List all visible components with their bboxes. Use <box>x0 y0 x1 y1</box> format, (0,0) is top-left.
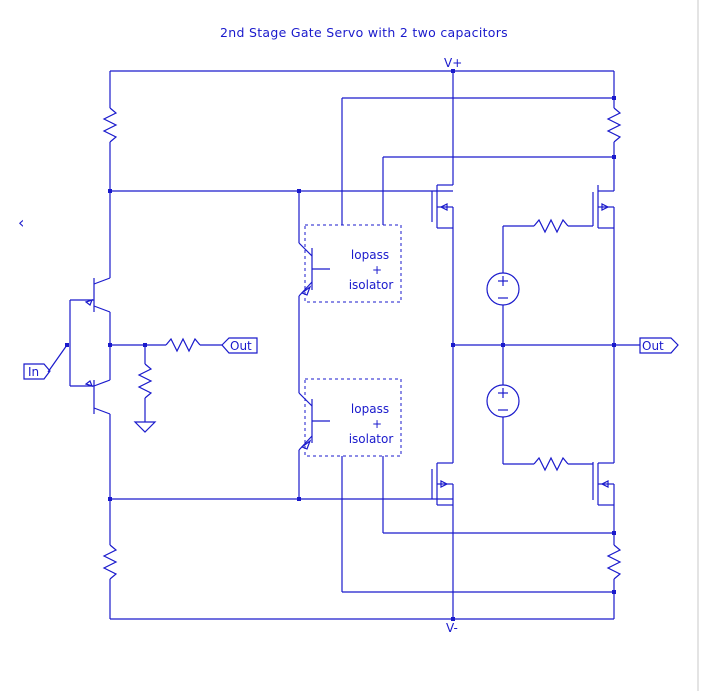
mosfet-bottom-left <box>431 462 454 619</box>
mosfet-top-right <box>592 185 615 229</box>
resistor-top-right <box>606 107 622 143</box>
v-plus-label: V+ <box>444 56 462 70</box>
left-output-label: Out <box>230 339 252 353</box>
resistor-bottom-right <box>606 544 622 580</box>
left-output-port[interactable]: Out <box>221 337 258 354</box>
block-top-line1: lopass <box>351 248 389 262</box>
ground-icon <box>133 421 157 433</box>
resistor-gate-bottom <box>533 456 569 472</box>
right-column <box>606 71 622 191</box>
resistor-top-left <box>102 107 118 143</box>
schematic-title: 2nd Stage Gate Servo with 2 two capacito… <box>220 25 508 40</box>
input-port-label: In <box>28 365 39 379</box>
mosfet-top-left <box>431 71 454 229</box>
block-top-feeds <box>341 96 616 225</box>
negative-rail: V- <box>110 617 614 635</box>
block-bottom-line1: lopass <box>351 402 389 416</box>
resistor-bottom-left <box>102 544 118 580</box>
chevron-left-icon: ‹ <box>18 213 24 232</box>
input-transistor-top <box>70 277 111 313</box>
block-bottom-line2: + <box>372 417 382 431</box>
block-bottom-feeds <box>341 456 616 594</box>
v-minus-label: V- <box>446 621 458 635</box>
positive-rail: V+ <box>110 56 614 73</box>
servo-column <box>298 191 313 499</box>
mosfet-bottom-right <box>592 462 615 545</box>
resistor-to-ground <box>137 363 153 399</box>
voltage-source-top <box>486 226 520 385</box>
left-output-network <box>110 337 222 433</box>
input-transistor-bottom <box>70 379 111 415</box>
left-bias-network <box>47 71 453 619</box>
block-top-line2: + <box>372 263 382 277</box>
right-output-label: Out <box>642 339 664 353</box>
voltage-source-bottom <box>486 384 520 464</box>
lopass-isolator-block-top: lopass + isolator <box>304 224 402 303</box>
resistor-gate-top <box>533 218 569 234</box>
block-top-line3: isolator <box>349 278 394 292</box>
resistor-left-output <box>165 337 201 353</box>
lopass-isolator-block-bottom: lopass + isolator <box>304 378 402 457</box>
block-bottom-line3: isolator <box>349 432 394 446</box>
right-output-port[interactable]: Out <box>639 337 679 354</box>
input-port[interactable]: In <box>23 363 51 380</box>
